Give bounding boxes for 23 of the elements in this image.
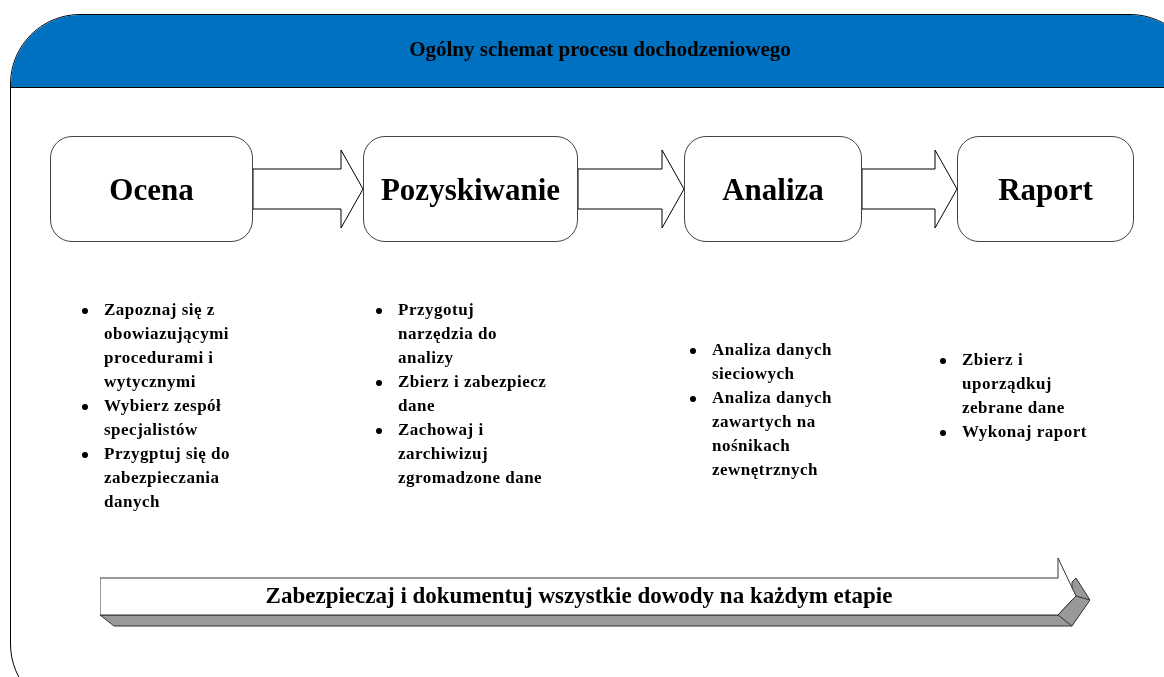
block-arrow: [861, 149, 958, 229]
step-title: Raport: [998, 173, 1093, 205]
bullet-item: Wykonaj raport: [962, 421, 1087, 443]
arrow-label: Zabezpieczaj i dokumentuj wszystkie dowody na każdym etapie: [265, 582, 893, 611]
block-arrow: [252, 149, 364, 229]
process-box: [684, 136, 862, 242]
diagram-title: Ogólny schemat procesu dochodzeniowego: [408, 36, 792, 63]
bullet-item: Zapoznaj się z obowiazującymi procedurami i wytycznymi: [104, 299, 231, 393]
bullet-item: Zachowaj i zarchiwizuj zgromadzone dane: [398, 419, 544, 489]
bullet-item: Zbierz i uporządkuj zebrane dane: [962, 349, 1066, 419]
bullet-item: Analiza danych zawartych na nośnikach zewnętrznych: [712, 387, 833, 481]
block-arrow: [577, 149, 685, 229]
process-box: [50, 136, 253, 242]
process-box: [957, 136, 1134, 242]
bullet-item: Zbierz i zabezpiecz dane: [398, 371, 547, 417]
step-title: Ocena: [109, 173, 194, 205]
bullet-item: Wybierz zespół specjalistów: [104, 395, 223, 441]
bullet-item: Przygptuj się do zabezpieczania danych: [104, 443, 232, 513]
step-title: Pozyskiwanie: [380, 173, 561, 205]
bullet-item: Analiza danych sieciowych: [712, 339, 833, 385]
process-box: [363, 136, 578, 242]
bullet-item: Przygotuj narzędzia do analizy: [398, 299, 499, 369]
step-title: Analiza: [722, 173, 824, 205]
